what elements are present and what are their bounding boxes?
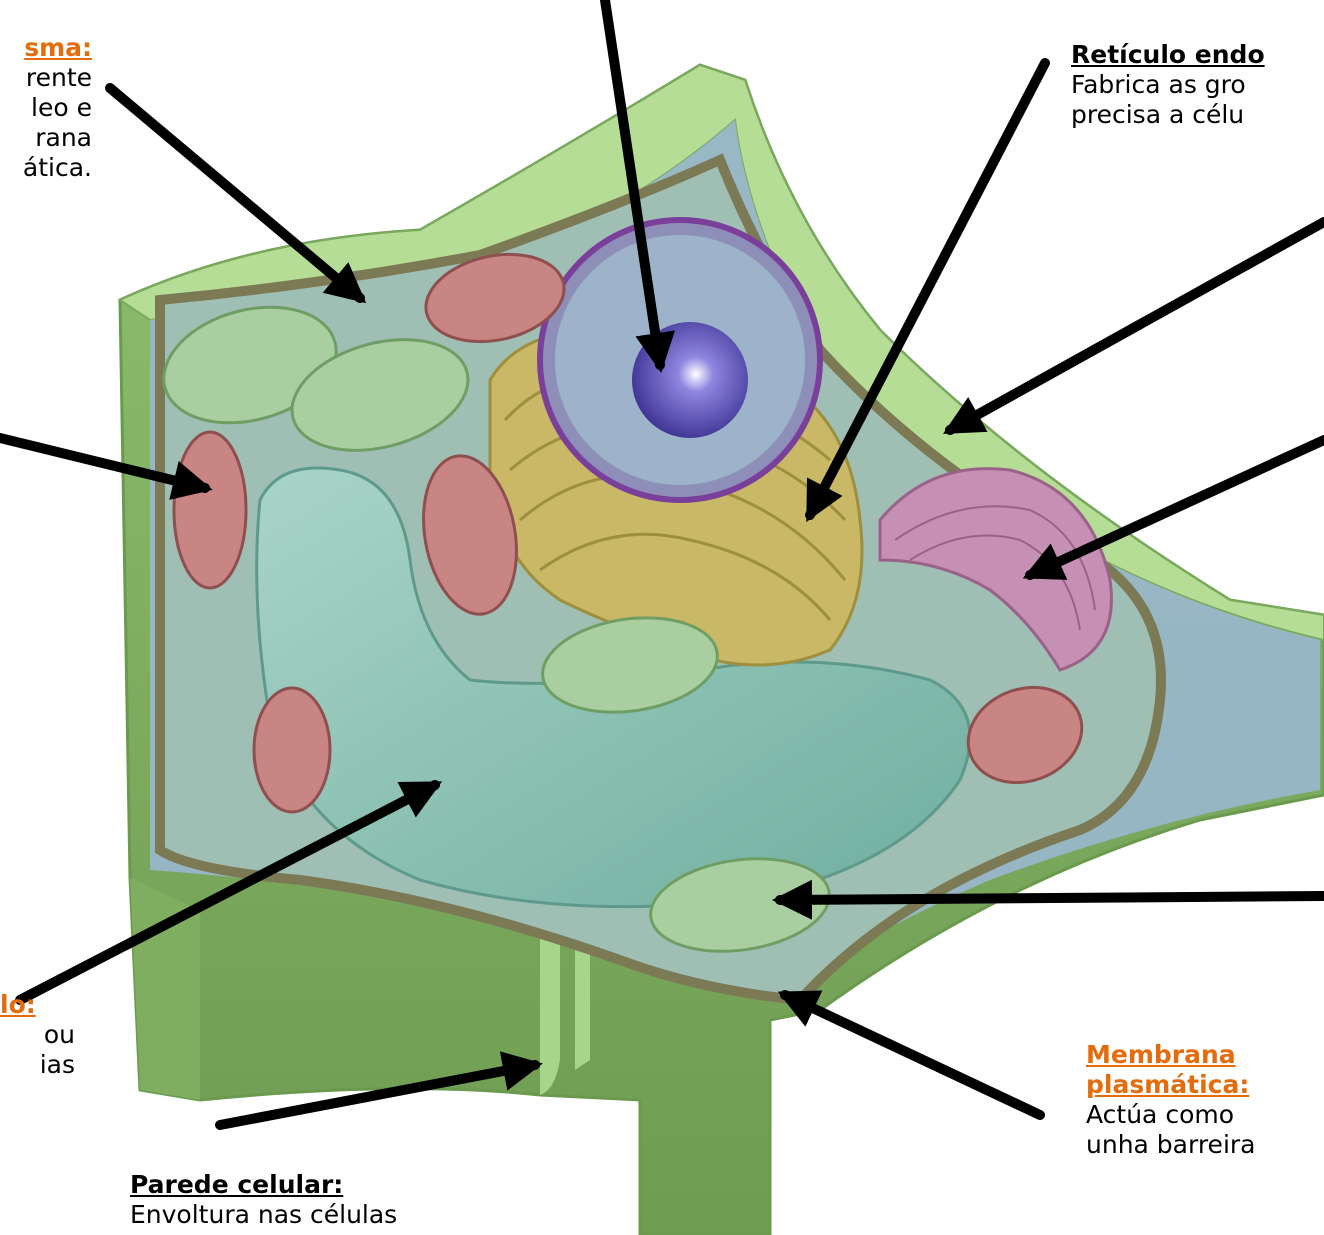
nucleus [540,220,820,500]
label-citoplasma-line-4: ática. [0,153,92,183]
label-reticulo-line-1: Fabrica as gro [1071,70,1324,100]
label-vacuolo: lo: ou ias [0,990,75,1080]
label-vacuolo-line-2: ias [0,1050,75,1080]
label-reticulo-title: Retículo endo [1071,40,1324,70]
label-parede-title: Parede celular: [130,1170,430,1200]
label-citoplasma: sma: rente leo e rana ática. [0,33,92,183]
label-parede-line-1: Envoltura nas células [130,1200,430,1230]
label-citoplasma-line-2: leo e [0,93,92,123]
label-membrana-line-2: unha barreira [1086,1130,1324,1160]
label-membrana-title-2: plasmática: [1086,1070,1324,1100]
label-membrana-line-1: Actúa como [1086,1100,1324,1130]
label-parede: Parede celular: Envoltura nas células [130,1170,430,1235]
label-membrana-title-1: Membrana [1086,1040,1324,1070]
label-membrana: Membrana plasmática: Actúa como unha bar… [1086,1040,1324,1235]
nucleolus [632,322,748,438]
label-citoplasma-line-1: rente [0,63,92,93]
label-reticulo: Retículo endo Fabrica as gro precisa a c… [1071,40,1324,130]
arrow-ribosoma [950,222,1324,430]
label-vacuolo-title: lo: [0,990,75,1020]
label-citoplasma-title: sma: [0,33,92,63]
label-citoplasma-line-3: rana [0,123,92,153]
arrow-membrana [785,995,1040,1115]
arrow-cloroplasto [780,896,1324,900]
label-reticulo-line-2: precisa a célu [1071,100,1324,130]
label-vacuolo-line-1: ou [0,1020,75,1050]
